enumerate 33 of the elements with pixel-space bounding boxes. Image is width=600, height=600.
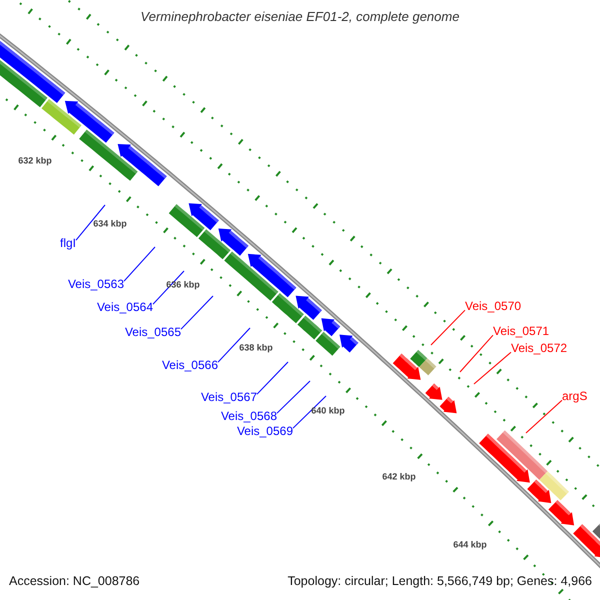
gene-label: Veis_0568	[220, 409, 277, 423]
gene-label: Veis_0565	[124, 325, 181, 339]
title: Verminephrobacter eiseniae EF01-2, complete genome	[140, 9, 460, 24]
gene-label: Veis_0567	[200, 390, 257, 404]
scale-label: 632 kbp	[18, 156, 52, 166]
accession-text: Accession: NC_008786	[9, 574, 140, 589]
gene-label: Veis_0570	[465, 299, 522, 313]
gene-label: argS	[562, 389, 588, 403]
scale-label: 642 kbp	[382, 472, 416, 482]
leader-line	[292, 396, 326, 429]
leader-line	[460, 334, 494, 372]
leader-line	[218, 328, 250, 363]
leader-line	[152, 270, 184, 305]
scale-label: 634 kbp	[93, 218, 127, 230]
leader-line	[256, 362, 288, 395]
leader-line	[76, 204, 106, 241]
gene-label: Veis_0571	[493, 324, 550, 338]
leader-line	[124, 246, 156, 282]
genome-summary-text: Topology: circular; Length: 5,566,749 bp; Genes: 4,966	[288, 574, 592, 589]
leader-line	[180, 296, 214, 330]
leader-line	[474, 352, 512, 384]
gene-label: Veis_0569	[236, 424, 293, 438]
scale-label: 640 kbp	[311, 406, 345, 416]
gene-label: Veis_0566	[162, 358, 218, 372]
gene-label: Veis_0563	[68, 277, 124, 291]
leader-line	[526, 400, 562, 434]
gene-label: Veis_0564	[96, 300, 153, 314]
scale-label: 638 kbp	[239, 342, 273, 354]
leader-line	[276, 380, 310, 414]
gene-label: flgI	[60, 236, 76, 250]
leader-line	[430, 310, 466, 346]
scale-label: 644 kbp	[453, 540, 487, 550]
gene-label: Veis_0572	[511, 341, 568, 355]
